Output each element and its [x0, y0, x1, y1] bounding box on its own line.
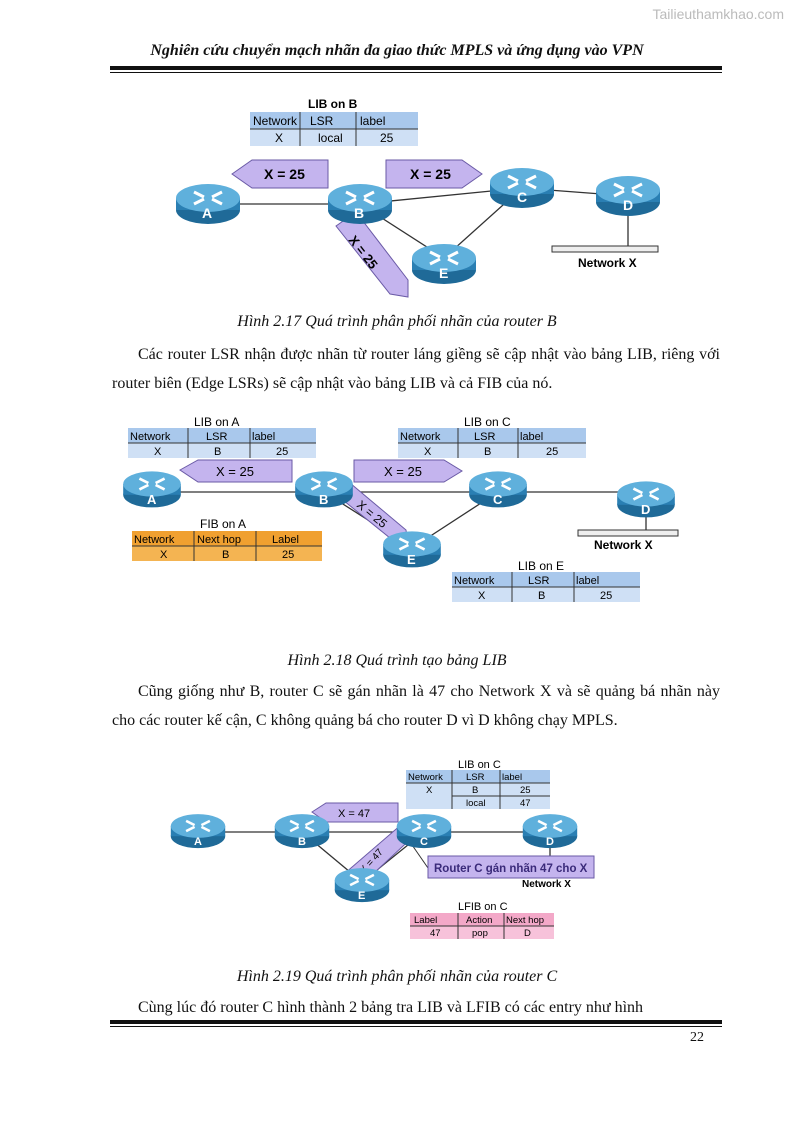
lib-c-cell: 25: [520, 785, 531, 796]
label-arrow-right: X = 25: [410, 166, 451, 182]
fib-a-cell: B: [222, 549, 229, 561]
router-e-label: E: [358, 890, 365, 902]
lfib-header: Label: [414, 915, 437, 926]
lib-c-header: label: [520, 431, 543, 443]
lib-b-header-label: label: [360, 114, 385, 128]
caption-fig-2-19: Hình 2.19 Quá trình phân phối nhãn của r…: [236, 968, 558, 985]
lfib-c-title: LFIB on C: [458, 901, 508, 913]
lib-b-header-network: Network: [253, 114, 298, 128]
router-a-label: A: [147, 492, 157, 507]
lib-c-cell: X: [426, 785, 433, 796]
caption-fig-2-18: Hình 2.18 Quá trình tạo bảng LIB: [287, 652, 507, 669]
lib-b-title: LIB on B: [308, 97, 358, 111]
router-d-label: D: [623, 197, 633, 213]
router-b-label: B: [354, 205, 364, 221]
lib-b-header-lsr: LSR: [310, 114, 334, 128]
router-c-label: C: [517, 189, 527, 205]
lib-a-cell: X: [154, 446, 162, 458]
label-arrow-left: X = 25: [216, 464, 254, 479]
router-b-label: B: [319, 492, 328, 507]
lib-c-header: LSR: [474, 431, 495, 443]
lib-c-header: Network: [400, 431, 441, 443]
lfib-cell: pop: [472, 928, 488, 939]
router-e-label: E: [439, 265, 448, 281]
watermark: Tailieuthamkhao.com: [652, 6, 784, 22]
lfib-cell: 47: [430, 928, 441, 939]
router-c-label: C: [493, 492, 503, 507]
running-header: Nghiên cứu chuyển mạch nhãn đa giao thức…: [150, 42, 644, 59]
lib-c-title: LIB on C: [464, 415, 511, 429]
figure-2-19: Network X LIB on C Network LSR label X B…: [169, 759, 595, 939]
router-b-label: B: [298, 836, 306, 848]
caption-fig-2-17: Hình 2.17 Quá trình phân phối nhãn của r…: [237, 313, 557, 330]
paragraph-3-text: Cùng lúc đó router C hình thành 2 bảng t…: [138, 999, 644, 1016]
network-label: Network X: [578, 256, 637, 270]
lib-b-cell: X: [275, 131, 283, 145]
label-arrow-left: X = 47: [338, 808, 370, 820]
label-arrow-right: X = 25: [384, 464, 422, 479]
lib-c-cell: 47: [520, 798, 531, 809]
lib-e-cell: B: [538, 590, 545, 602]
fib-a-header: Next hop: [197, 534, 241, 546]
page-number: 22: [690, 1030, 704, 1045]
paragraph-2-text: Cũng giống như B, router C sẽ gán nhãn l…: [112, 683, 720, 729]
lib-e-cell: X: [478, 590, 486, 602]
paragraph-1: Các router LSR nhận được nhãn từ router …: [112, 340, 720, 398]
router-c-label: C: [420, 836, 428, 848]
footer-rule: [110, 1020, 722, 1024]
lfib-header: Action: [466, 915, 492, 926]
lib-c-cell: B: [484, 446, 491, 458]
lib-a-cell: B: [214, 446, 221, 458]
lib-c-cell: X: [424, 446, 432, 458]
network-label: Network X: [594, 538, 653, 552]
lib-c-header: LSR: [466, 772, 485, 783]
router-a-label: A: [202, 205, 212, 221]
lib-e-header: Network: [454, 575, 495, 587]
figure-2-18: Network X LIB on A Network LSR label X B…: [122, 415, 679, 602]
lib-a-cell: 25: [276, 446, 288, 458]
lib-e-header: label: [576, 575, 599, 587]
paragraph-3: Cùng lúc đó router C hình thành 2 bảng t…: [112, 993, 720, 1022]
label-arrow-left: X = 25: [264, 166, 305, 182]
lib-c-header: label: [502, 772, 522, 783]
fib-a-header: Network: [134, 534, 175, 546]
lib-a-header: label: [252, 431, 275, 443]
paragraph-2: Cũng giống như B, router C sẽ gán nhãn l…: [112, 677, 720, 735]
lib-a-header: LSR: [206, 431, 227, 443]
lib-c-cell: B: [472, 785, 478, 796]
lib-e-title: LIB on E: [518, 559, 564, 573]
paragraph-1-text: Các router LSR nhận được nhãn từ router …: [112, 346, 720, 392]
lib-a-header: Network: [130, 431, 171, 443]
lib-c-header: Network: [408, 772, 443, 783]
router-a-label: A: [194, 836, 202, 848]
router-e-label: E: [407, 552, 416, 567]
fib-a-cell: 25: [282, 549, 294, 561]
lfib-header: Next hop: [506, 915, 544, 926]
lfib-cell: D: [524, 928, 531, 939]
fib-a-title: FIB on A: [200, 517, 246, 531]
network-label: Network X: [522, 879, 571, 890]
lib-b-cell: local: [318, 131, 343, 145]
figure-2-17: Network X LIB on B Network LSR label X l…: [174, 97, 662, 298]
lib-a-title: LIB on A: [194, 415, 239, 429]
footer-rule-thin: [110, 1026, 722, 1027]
lib-e-cell: 25: [600, 590, 612, 602]
header-rule-thin: [110, 72, 722, 73]
lib-c-cell: 25: [546, 446, 558, 458]
fib-a-header: Label: [272, 534, 299, 546]
lib-c-cell: local: [466, 798, 486, 809]
header-rule: [110, 66, 722, 70]
callout-router-c: Router C gán nhãn 47 cho X: [434, 863, 588, 875]
router-d-label: D: [546, 836, 554, 848]
fib-a-cell: X: [160, 549, 168, 561]
lib-b-cell: 25: [380, 131, 394, 145]
router-d-label: D: [641, 502, 650, 517]
lib-e-header: LSR: [528, 575, 549, 587]
lib-c-title: LIB on C: [458, 759, 501, 771]
